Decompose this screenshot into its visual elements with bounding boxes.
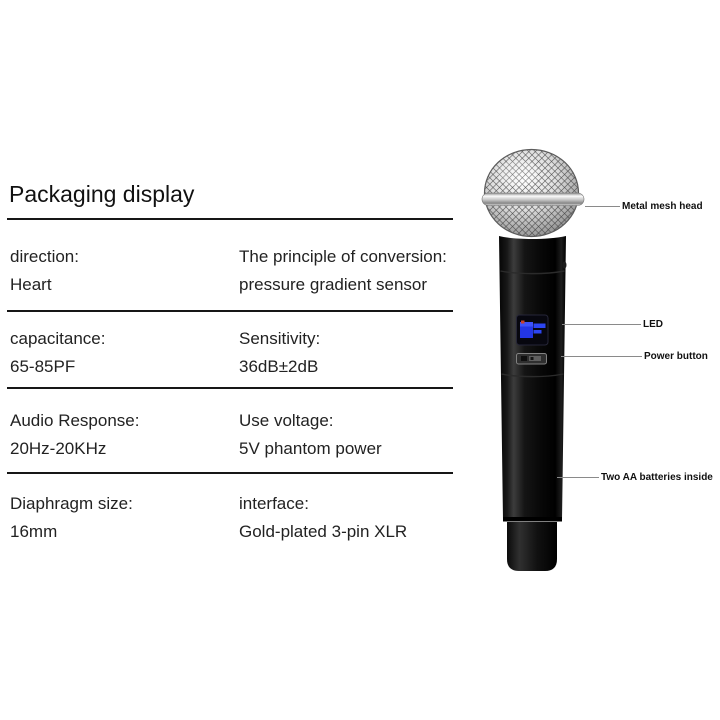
callout-line-batteries (557, 477, 599, 478)
microphone-image (480, 148, 590, 573)
callout-label-power-button: Power button (644, 351, 708, 362)
spec-label: direction: (10, 247, 79, 266)
mesh-head (481, 148, 585, 238)
led-display (516, 314, 549, 346)
callout-label-led: LED (643, 319, 663, 330)
spec-label: Sensitivity: (239, 329, 321, 348)
spec-value: Gold-plated 3-pin XLR (239, 521, 408, 541)
divider (7, 218, 453, 220)
spec-value: 65-85PF (10, 356, 76, 376)
page-title: Packaging display (9, 181, 195, 207)
callout-label-batteries: Two AA batteries inside (601, 472, 713, 483)
spec-value: 36dB±2dB (239, 356, 319, 376)
microphone-svg (481, 148, 585, 571)
spec-value: 5V phantom power (239, 438, 382, 458)
callout-line-led (562, 324, 641, 325)
spec-value: 20Hz-20KHz (10, 438, 107, 458)
spec-row-audio-response: Audio Response: 20Hz-20KHz Use voltage: … (0, 407, 462, 465)
head-ring (481, 192, 585, 206)
divider (7, 472, 453, 474)
spec-row-direction: direction: Heart The principle of conver… (0, 243, 462, 301)
battery-cap (503, 517, 562, 571)
spec-label: The principle of conversion: (239, 247, 447, 266)
callout-label-mesh-head: Metal mesh head (622, 201, 703, 212)
spec-label: Diaphragm size: (10, 494, 133, 513)
spec-label: Use voltage: (239, 411, 334, 430)
spec-row-diaphragm: Diaphragm size: 16mm interface: Gold-pla… (0, 490, 462, 548)
spec-label: interface: (239, 494, 309, 513)
divider (7, 387, 453, 389)
spec-label: Audio Response: (10, 411, 140, 430)
spec-value: pressure gradient sensor (239, 274, 428, 294)
spec-value: Heart (10, 274, 52, 294)
divider (7, 310, 453, 312)
callout-line-mesh-head (585, 206, 620, 207)
power-button (516, 353, 547, 365)
mic-body (499, 236, 567, 520)
spec-label: capacitance: (10, 329, 106, 348)
callout-line-power-button (561, 356, 642, 357)
spec-value: 16mm (10, 521, 58, 541)
spec-row-capacitance: capacitance: 65-85PF Sensitivity: 36dB±2… (0, 325, 462, 383)
